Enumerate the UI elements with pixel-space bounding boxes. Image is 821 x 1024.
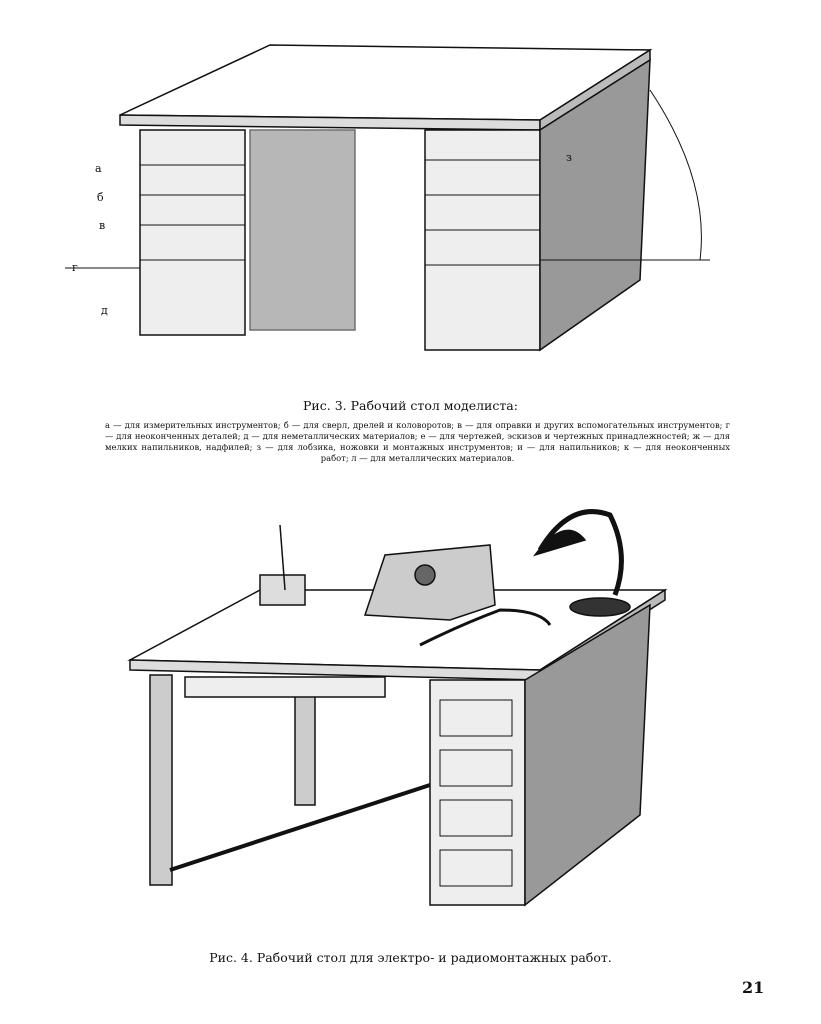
label-d: д	[101, 304, 108, 317]
figure-3-title: Рис. 3. Рабочий стол моделиста:	[303, 398, 518, 413]
figure-4-illustration	[127, 509, 668, 907]
figure-3-illustration	[65, 44, 710, 352]
label-z: з	[566, 151, 572, 164]
label-a: а	[95, 162, 102, 175]
figure-3-legend: а — для измерительных инструментов; б — …	[105, 420, 730, 463]
label-b: б	[97, 191, 104, 204]
figure-4-title: Рис. 4. Рабочий стол для электро- и ради…	[209, 950, 612, 965]
label-v: в	[99, 219, 106, 232]
label-g: г	[72, 261, 78, 274]
page-number: 21	[742, 978, 765, 997]
